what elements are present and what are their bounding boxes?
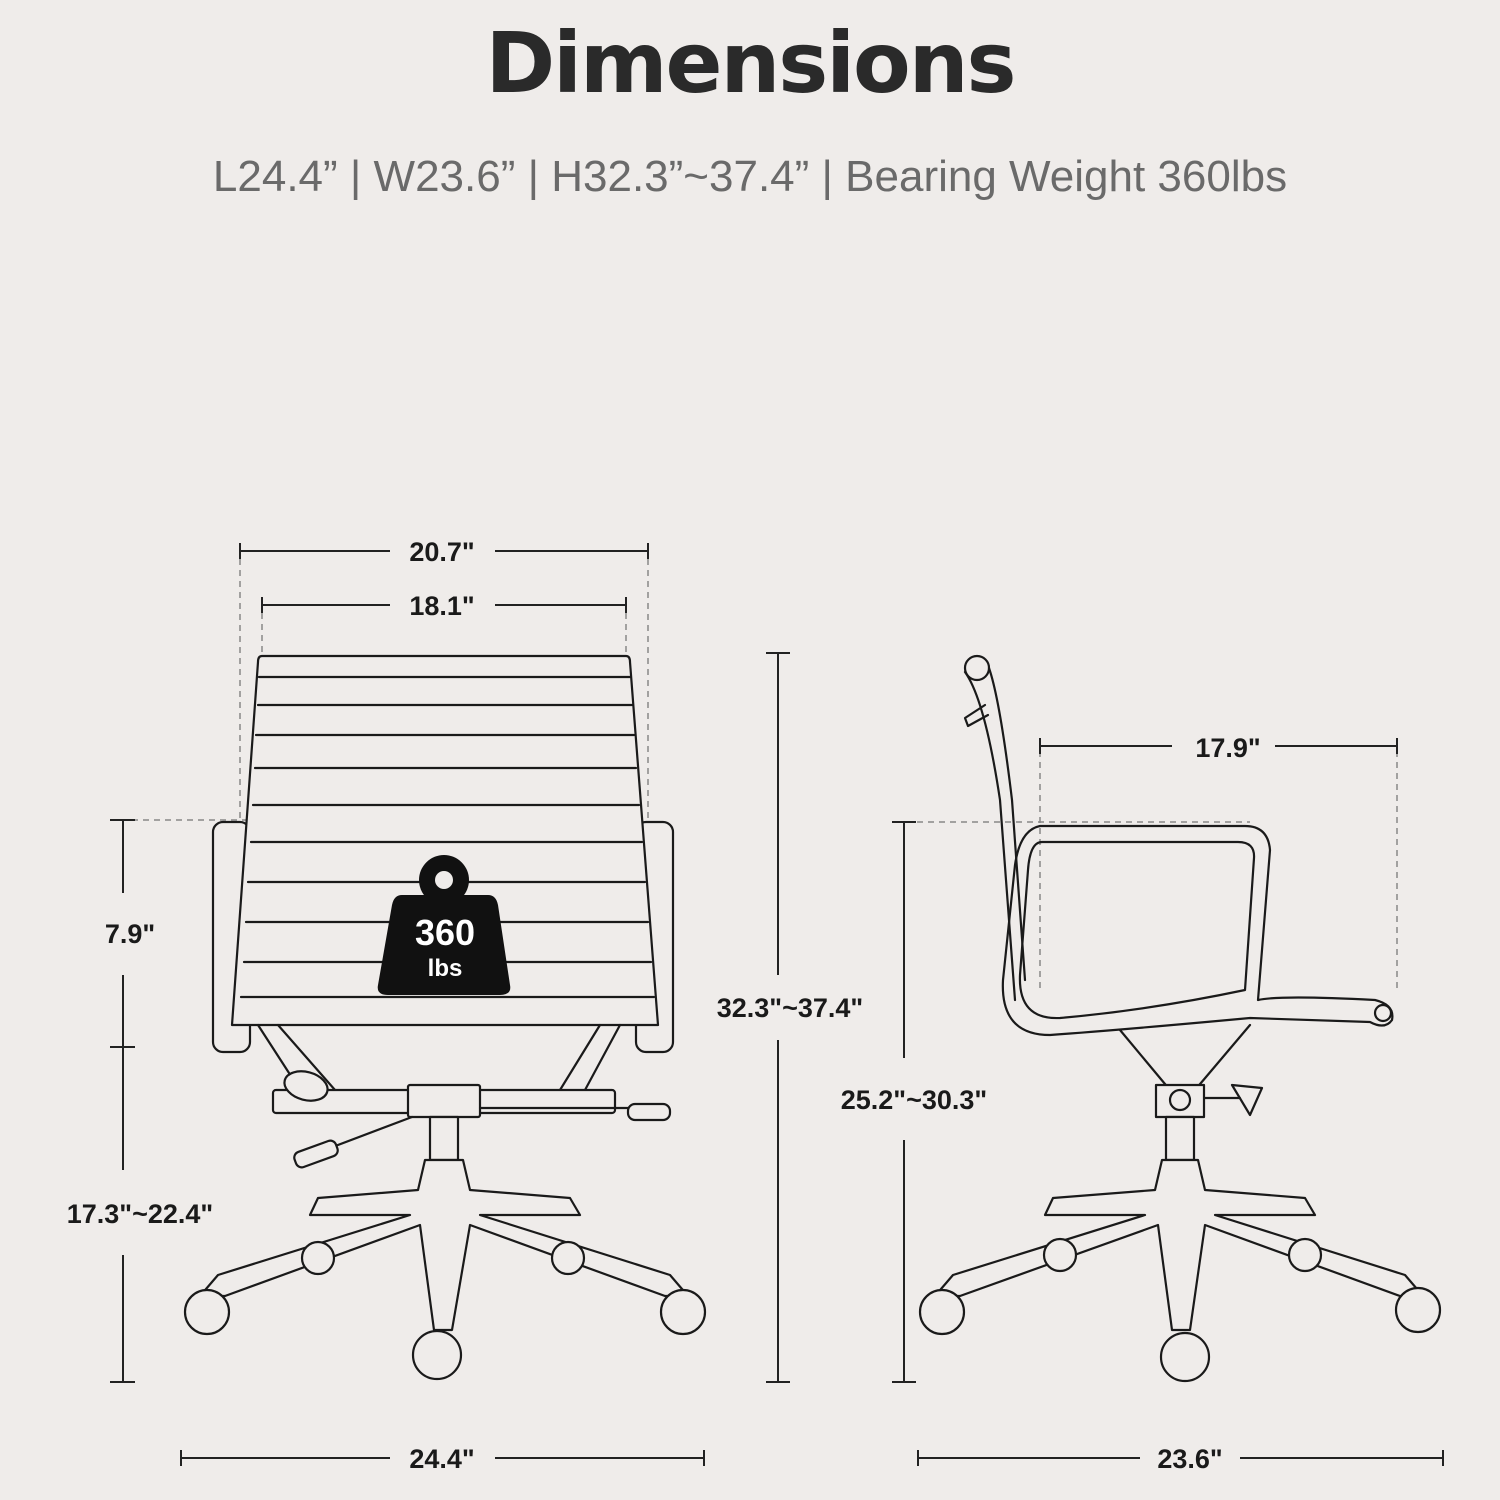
base-width-label: 24.4" — [409, 1444, 474, 1474]
front-chair-drawing: 360 lbs — [110, 548, 707, 1381]
weight-unit: lbs — [428, 955, 463, 982]
specs-summary: L24.4” | W23.6” | H32.3”~37.4” | Bearing… — [212, 152, 1288, 201]
weight-badge-icon: 360 lbs — [377, 855, 511, 995]
back-width-label: 18.1" — [409, 591, 474, 621]
side-dimensions: 17.9" 25.2"~30.3" 23.6" — [841, 733, 1444, 1474]
base-depth-label: 23.6" — [1157, 1444, 1222, 1474]
total-height-label: 32.3"~37.4" — [717, 993, 863, 1023]
front-dimensions: 20.7" 18.1" 7.9" 17.3"~22.4" 32.3"~37.4"… — [67, 537, 863, 1474]
arm-height-label: 25.2"~30.3" — [841, 1085, 987, 1115]
side-chair-drawing — [895, 654, 1442, 1383]
caster-wheels — [918, 1237, 1442, 1383]
seat-height-label: 17.3"~22.4" — [67, 1199, 213, 1229]
seat-depth-label: 17.9" — [1195, 733, 1260, 763]
overall-width-label: 20.7" — [409, 537, 474, 567]
armrest-height-label: 7.9" — [105, 919, 155, 949]
page-title: Dimensions — [485, 14, 1016, 112]
caster-wheels — [183, 1240, 707, 1381]
weight-value: 360 — [415, 912, 475, 953]
